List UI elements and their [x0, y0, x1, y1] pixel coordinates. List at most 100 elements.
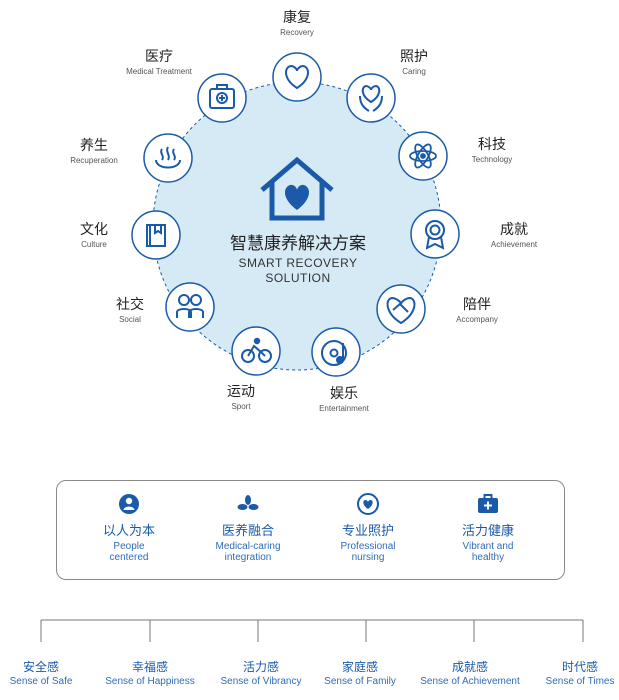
center-subtitle-line1: SMART RECOVERY	[238, 256, 358, 270]
node-social	[165, 282, 215, 332]
value-en-line1: Professional	[340, 541, 396, 552]
sense-en: Sense of Vibrancy	[220, 676, 302, 687]
center-subtitle-line2: SOLUTION	[265, 271, 331, 285]
label-technology: 科技 Technology	[472, 136, 512, 165]
label-zh: 文化	[80, 222, 108, 238]
senses-tree-lines	[40, 619, 584, 642]
sense-zh: 时代感	[561, 660, 599, 674]
bicycle-icon	[241, 337, 272, 363]
label-en: Recuperation	[70, 156, 118, 165]
label-medical-treatment: 医疗 Medical Treatment	[126, 48, 192, 77]
node-accompany	[376, 284, 426, 334]
label-zh: 康复	[282, 10, 311, 26]
label-zh: 科技	[477, 137, 506, 153]
label-en: Accompany	[456, 315, 498, 324]
label-zh: 陪伴	[462, 297, 491, 313]
label-zh: 养生	[80, 138, 108, 154]
heart-badge-icon	[357, 493, 379, 515]
sense-times: 时代感 Sense of Times	[546, 659, 615, 688]
node-culture	[131, 210, 181, 260]
value-en-line1: Vibrant and	[462, 541, 514, 552]
sense-achievement: 成就感 Sense of Achievement	[420, 659, 520, 688]
person-icon	[119, 494, 139, 514]
label-zh: 成就	[500, 222, 528, 238]
value-en-line2: centered	[109, 552, 149, 563]
book-icon	[146, 224, 166, 247]
value-en-line1: People	[113, 541, 145, 552]
label-zh: 娱乐	[330, 386, 358, 402]
label-zh: 社交	[116, 297, 144, 313]
node-recuperation	[143, 133, 193, 183]
label-en: Achievement	[490, 240, 538, 249]
label-en: Medical Treatment	[126, 67, 192, 76]
label-en: Entertainment	[319, 404, 369, 413]
sense-family: 家庭感 Sense of Family	[324, 659, 396, 688]
center-subtitle: SMART RECOVERY SOLUTION	[238, 256, 357, 286]
house-heart-icon	[260, 156, 334, 221]
hot-spring-icon	[155, 146, 181, 169]
atom-icon	[409, 143, 437, 169]
node-medical-treatment	[197, 73, 247, 123]
leaves-icon	[237, 495, 259, 510]
node-entertainment	[311, 327, 361, 377]
sense-zh: 安全感	[22, 660, 60, 674]
label-culture: 文化 Culture	[80, 221, 108, 250]
medical-kit-icon	[209, 84, 235, 109]
sense-en: Sense of Safe	[9, 676, 73, 687]
value-zh: 专业照护	[341, 524, 394, 539]
medal-icon	[425, 220, 445, 250]
center-title: 智慧康养解决方案	[230, 234, 366, 254]
label-en: Technology	[471, 155, 513, 164]
label-en: Sport	[231, 402, 251, 411]
music-disc-icon	[321, 340, 347, 366]
sense-zh: 幸福感	[131, 660, 169, 674]
value-people-centered: 以人为本 People centered	[69, 493, 189, 563]
label-entertainment: 娱乐 Entertainment	[319, 385, 369, 414]
people-icon	[176, 294, 204, 318]
value-en-line2: nursing	[351, 552, 385, 563]
label-accompany: 陪伴 Accompany	[456, 296, 498, 325]
label-social: 社交 Social	[116, 296, 144, 325]
sense-zh: 活力感	[242, 660, 280, 674]
label-zh: 照护	[400, 49, 428, 65]
medical-case-icon	[478, 494, 498, 513]
label-en: Caring	[402, 67, 426, 76]
value-zh: 医养融合	[221, 524, 274, 539]
sense-en: Sense of Times	[545, 676, 615, 687]
node-caring	[346, 73, 396, 123]
label-recuperation: 养生 Recuperation	[70, 137, 118, 166]
label-zh: 运动	[227, 384, 255, 400]
label-en: Culture	[81, 240, 107, 249]
sense-zh: 家庭感	[341, 660, 379, 674]
sense-en: Sense of Family	[324, 676, 396, 687]
label-zh: 医疗	[145, 49, 173, 65]
value-medical-caring: 医养融合 Medical-caring integration	[188, 493, 308, 563]
label-sport: 运动 Sport	[227, 383, 255, 412]
label-achievement: 成就 Achievement	[491, 221, 537, 250]
value-zh: 以人为本	[102, 524, 155, 539]
sense-safe: 安全感 Sense of Safe	[10, 659, 73, 688]
value-zh: 活力健康	[461, 524, 514, 539]
sense-zh: 成就感	[451, 660, 489, 674]
label-caring: 照护 Caring	[400, 48, 428, 77]
sense-happiness: 幸福感 Sense of Happiness	[105, 659, 195, 688]
solution-wheel	[131, 52, 460, 377]
value-professional-nursing: 专业照护 Professional nursing	[308, 493, 428, 563]
node-sport	[231, 326, 281, 376]
values-panel: 以人为本 People centered 医养融合 Medical-caring…	[56, 480, 565, 580]
hands-heart-icon	[359, 84, 383, 112]
node-technology	[398, 131, 448, 181]
label-en: Recovery	[280, 28, 314, 37]
value-vibrant-healthy: 活力健康 Vibrant and healthy	[428, 493, 548, 563]
value-en-line2: integration	[224, 552, 272, 563]
label-recovery: 康复 Recovery	[280, 9, 314, 38]
node-recovery	[272, 52, 322, 102]
label-en: Social	[119, 315, 141, 324]
sense-vibrancy: 活力感 Sense of Vibrancy	[221, 659, 302, 688]
node-achievement	[410, 209, 460, 259]
value-en-line1: Medical-caring	[215, 541, 281, 552]
handshake-heart-icon	[386, 296, 416, 325]
heart-icon	[285, 64, 309, 90]
sense-en: Sense of Achievement	[420, 676, 520, 687]
sense-en: Sense of Happiness	[105, 676, 195, 687]
